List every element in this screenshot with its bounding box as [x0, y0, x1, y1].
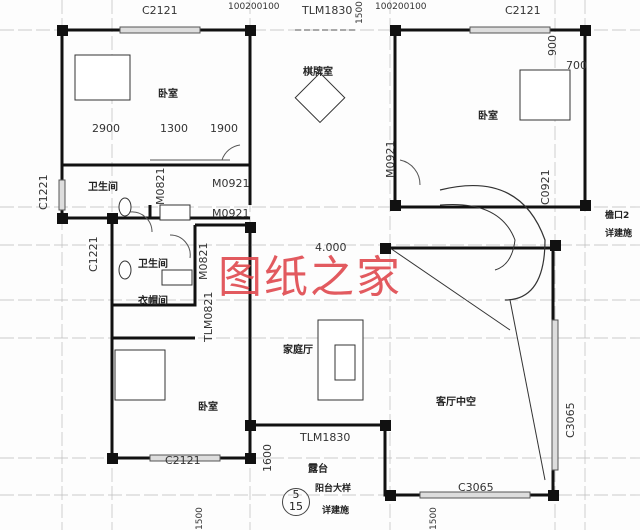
room-label-bathroom-1: 卫生间 [88, 182, 118, 193]
window-label: C3065 [564, 402, 577, 438]
window-label: C2121 [142, 4, 178, 17]
door-label: TLM1830 [300, 431, 351, 444]
dimension-label: 1900 [210, 122, 238, 135]
room-label-bedroom-sw: 卧室 [198, 402, 218, 413]
door-label: M0821 [197, 242, 210, 281]
eave-note: 檐口2 [605, 211, 630, 221]
window-label: C3065 [458, 481, 494, 494]
detail-number: 5 [292, 488, 300, 501]
dimension-label: 2900 [92, 122, 120, 135]
door-label: M0921 [212, 177, 250, 190]
room-label-terrace: 露台 [308, 464, 328, 475]
dimension-label: 1500 [429, 507, 439, 530]
window-label: C1221 [37, 174, 50, 210]
spiral-stair [389, 185, 546, 481]
dimension-label: 900 [546, 35, 559, 56]
detail-note: 详建施 [322, 506, 350, 516]
dimension-label: 1500 [355, 1, 365, 24]
door-label: M0921 [212, 207, 250, 220]
window-label: C1221 [87, 236, 100, 272]
dimension-label: 1300 [160, 122, 188, 135]
dimension-label: 100200100 [228, 2, 280, 12]
door-label: M0921 [384, 140, 397, 179]
detail-note: 阳台大样 [315, 484, 352, 494]
room-label-bathroom-2: 卫生间 [138, 259, 168, 270]
furniture [74, 54, 571, 401]
room-label-chess-room: 棋牌室 [303, 67, 333, 78]
room-label-family-hall: 家庭厅 [283, 345, 313, 356]
dimension-label: 100200100 [375, 2, 427, 12]
dimension-label: 1600 [261, 444, 274, 472]
room-label-bedroom-nw: 卧室 [158, 89, 178, 100]
eave-note: 详建施 [605, 229, 633, 239]
dimension-label: 1500 [195, 507, 205, 530]
window-label: C0921 [539, 169, 552, 205]
room-label-bedroom-ne: 卧室 [478, 111, 498, 122]
windows-doors [58, 26, 559, 499]
room-label-living-void: 客厅中空 [436, 397, 476, 408]
dimension-label: 700 [566, 59, 587, 72]
detail-sheet: 15 [289, 500, 303, 513]
door-label: M0821 [154, 167, 167, 206]
door-label: TLM0821 [202, 291, 215, 342]
window-label: C2121 [505, 4, 541, 17]
structural-columns [57, 25, 591, 501]
elevation-label: 4.000 [315, 241, 347, 254]
door-label: TLM1830 [302, 4, 353, 17]
room-label-walk-in-closet: 衣帽间 [138, 296, 168, 307]
window-label: C2121 [165, 454, 201, 467]
watermark: 图纸之家 [218, 252, 402, 303]
